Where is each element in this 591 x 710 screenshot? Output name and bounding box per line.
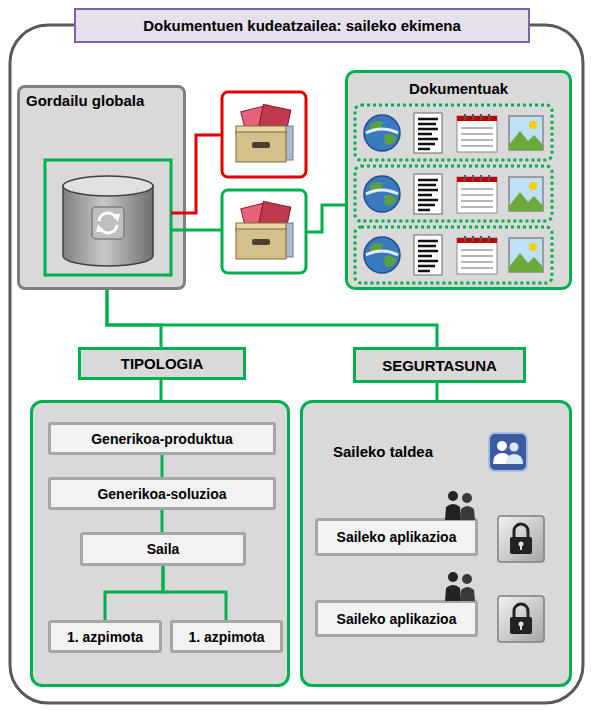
documents-panel: Dokumentuak [345, 70, 572, 290]
type-box: Generikoa-produktua [48, 422, 276, 455]
heading-label: SEGURTASUNA [382, 357, 497, 374]
heading-box: SEGURTASUNA [353, 347, 526, 383]
typology-panel: TIPOLOGIA Generikoa-produktuaGenerikoa-so… [30, 347, 290, 687]
folder-box [222, 92, 306, 177]
database-top [63, 176, 153, 196]
notepad-icon [457, 236, 497, 274]
sync-arrow [100, 225, 117, 233]
database-body [63, 186, 153, 266]
subtype-box: 1. azpimota [48, 620, 162, 653]
document-icon [414, 235, 442, 275]
application-box: Saileko aplikazioa [315, 600, 478, 637]
heading-label: TIPOLOGIA [121, 355, 204, 372]
sync-arrow [99, 213, 116, 221]
sync-tile [92, 207, 124, 239]
security-panel: SEGURTASUNA Saileko taldeaSaileko aplikaz… [300, 347, 572, 687]
node-label: Generikoa-soluzioa [97, 486, 226, 502]
padlock-icon [498, 596, 544, 642]
sync-head [112, 214, 120, 222]
connector-line [161, 455, 164, 477]
connector-line [163, 566, 226, 620]
people-icon [445, 491, 475, 520]
node-label: Generikoa-produktua [91, 431, 233, 447]
node-label: Saila [147, 541, 180, 557]
node-label: 1. azpimota [188, 629, 264, 645]
green-wire [171, 229, 222, 232]
folder-icon [236, 104, 293, 162]
sync-head [96, 224, 104, 232]
node-label: Gordailu globala [26, 92, 144, 109]
type-box: Saila [80, 532, 246, 566]
heading-stub [436, 383, 439, 401]
subtype-box: 1. azpimota [170, 620, 283, 653]
connector-line [161, 510, 164, 532]
application-box: Saileko aplikazioa [315, 518, 478, 556]
folder-box [222, 190, 306, 273]
image-icon [509, 177, 543, 211]
folder-icon [236, 201, 293, 259]
document-icon [414, 174, 442, 214]
document-icon [414, 113, 442, 153]
title-box: Dokumentuen kudeatzailea: saileko ekimen… [74, 8, 530, 43]
connector-line [107, 290, 437, 347]
heading-stub [160, 380, 163, 401]
outer-frame [10, 25, 583, 703]
people-icon [445, 572, 475, 601]
green-wire [306, 205, 345, 232]
heading-box: TIPOLOGIA [78, 347, 246, 380]
connector-line [107, 290, 161, 347]
connector-line [105, 566, 163, 620]
repository-box: Gordailu globala [17, 85, 186, 290]
notepad-icon [457, 175, 497, 213]
image-icon [509, 238, 543, 272]
red-wire [171, 135, 222, 213]
notepad-icon [457, 114, 497, 152]
title-text: Dokumentuen kudeatzailea: saileko ekimen… [143, 17, 461, 34]
document-row [355, 105, 552, 160]
type-box: Generikoa-soluzioa [48, 477, 276, 510]
node-label: 1. azpimota [67, 629, 143, 645]
image-icon [509, 116, 543, 150]
document-row [355, 227, 552, 283]
globe-icon [364, 176, 400, 212]
globe-icon [364, 237, 400, 273]
node-label: Saileko aplikazioa [337, 611, 457, 627]
node-label: Dokumentuak [348, 80, 569, 97]
document-row [355, 166, 552, 221]
group-label: Saileko taldea [333, 443, 433, 460]
globe-icon [364, 115, 400, 151]
node-label: Saileko aplikazioa [337, 529, 457, 545]
repository-frame [45, 160, 171, 275]
group-icon [489, 433, 527, 471]
padlock-icon [498, 516, 544, 562]
